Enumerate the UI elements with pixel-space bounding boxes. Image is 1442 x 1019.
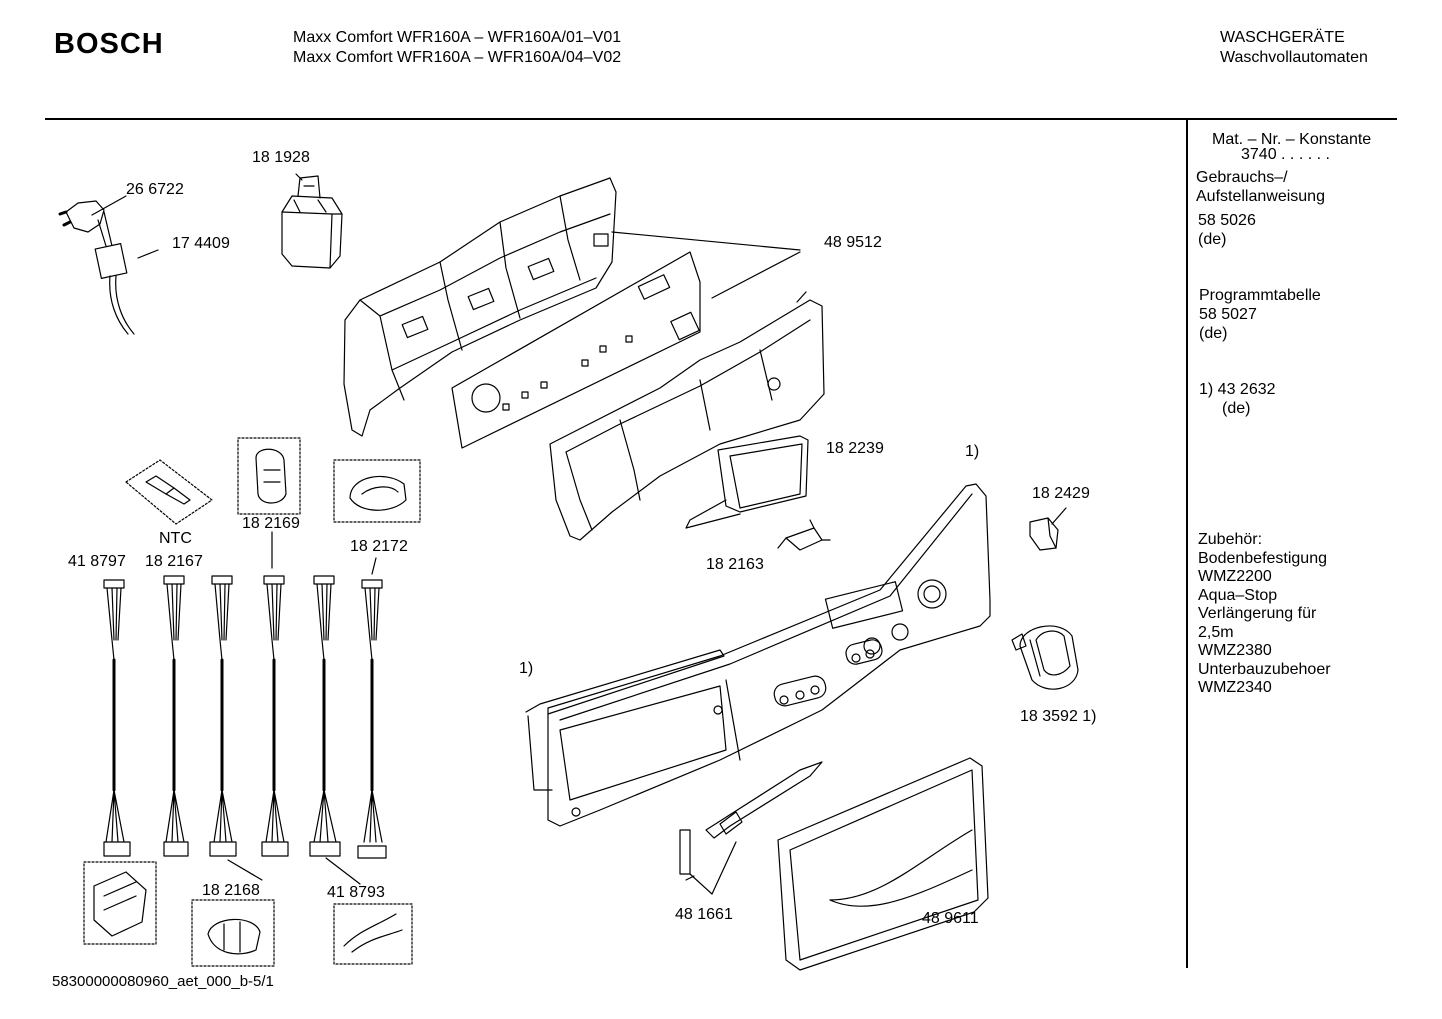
label-18-2163: 18 2163 [706, 556, 764, 573]
accessories-list: Zubehör: Bodenbefestigung WMZ2200 Aqua–S… [1198, 531, 1331, 698]
label-note-left: 1) [519, 660, 534, 677]
connector-detail-18-2172 [334, 460, 420, 522]
label-48-9512: 48 9512 [824, 234, 882, 251]
accessory-line: WMZ2340 [1198, 679, 1272, 696]
category-line-2: Waschvollautomaten [1220, 49, 1368, 66]
manual-lang: (de) [1198, 231, 1227, 248]
leader-lines [228, 174, 376, 884]
wire-harness-group [104, 576, 386, 858]
label-18-2169: 18 2169 [242, 515, 300, 532]
label-ntc: NTC [159, 530, 192, 547]
manual-number: 58 5026 [1198, 212, 1256, 229]
lever-part [680, 762, 822, 894]
program-lang: (de) [1199, 325, 1228, 342]
clip-part [1030, 508, 1066, 550]
cover-flap-part [778, 758, 988, 970]
manual-label-1: Gebrauchs–/ [1196, 169, 1288, 186]
connector-detail-41-8793 [334, 904, 412, 964]
accessory-line: Verlängerung für [1198, 605, 1317, 622]
label-18-2239: 18 2239 [826, 440, 884, 457]
wire-harness-18-2169 [262, 576, 288, 856]
label-note-top: 1) [965, 443, 980, 460]
document-code: 58300000080960_aet_000_b-5/1 [52, 973, 274, 990]
circuit-board-part [452, 252, 800, 448]
label-17-4409: 17 4409 [172, 235, 230, 252]
suppressor-capacitor-part [282, 176, 342, 268]
header-divider [45, 118, 1397, 120]
mat-value: 3740 . . . . . . [1241, 146, 1330, 163]
program-label: Programmtabelle [1199, 287, 1321, 304]
manual-label-2: Aufstellanweisung [1196, 188, 1325, 205]
accessory-line: WMZ2200 [1198, 568, 1272, 585]
display-part [686, 436, 808, 528]
accessory-line: Unterbauzubehoer [1198, 660, 1331, 678]
connector-detail-bottom-left [84, 862, 156, 944]
label-48-1661: 48 1661 [675, 906, 733, 923]
program-number: 58 5027 [1199, 306, 1257, 323]
label-18-1928: 18 1928 [252, 149, 310, 166]
lower-frame-part [550, 292, 824, 540]
accessory-line: Zubehör: [1198, 531, 1263, 548]
label-48-9611: 48 9611 [922, 910, 979, 927]
label-41-8793: 41 8793 [327, 884, 385, 901]
connector-detail-18-2168 [192, 900, 274, 966]
label-41-8797: 41 8797 [68, 553, 126, 570]
label-18-2167: 18 2167 [145, 553, 203, 570]
switch-part [778, 520, 830, 550]
knob-part [1012, 626, 1078, 689]
model-line-1: Maxx Comfort WFR160A – WFR160A/01–V01 [293, 29, 622, 46]
model-line-2: Maxx Comfort WFR160A – WFR160A/04–V02 [293, 49, 622, 66]
connector-detail-18-2169 [238, 438, 300, 514]
label-18-2172: 18 2172 [350, 538, 408, 555]
note-lang: (de) [1222, 400, 1251, 417]
wire-harness-41-8793 [310, 576, 340, 856]
ntc-sensor-part [126, 460, 212, 524]
control-module-housing-part [344, 178, 800, 436]
wire-harness-18-2167 [164, 576, 188, 856]
wire-harness-18-2168 [210, 576, 236, 856]
wire-harness-18-2172 [358, 580, 386, 858]
wire-harness-41-8797 [104, 580, 130, 856]
accessory-line: Aqua–Stop [1198, 586, 1278, 604]
accessory-line: Bodenbefestigung [1198, 549, 1327, 567]
brand-logo: BOSCH [54, 28, 164, 60]
label-18-3592: 18 3592 1) [1020, 708, 1097, 725]
label-26-6722: 26 6722 [126, 181, 184, 198]
mat-title: Mat. – Nr. – Konstante [1212, 131, 1372, 148]
accessory-line: 2,5m [1198, 623, 1234, 641]
note-number: 1) 43 2632 [1199, 381, 1276, 398]
category-line-1: WASCHGERÄTE [1220, 29, 1345, 46]
label-18-2429: 18 2429 [1032, 485, 1090, 502]
accessory-line: WMZ2380 [1198, 642, 1272, 659]
sidebar-divider [1186, 118, 1188, 968]
mains-plug-part [60, 196, 158, 334]
front-panel-part [526, 484, 990, 826]
label-18-2168: 18 2168 [202, 882, 260, 899]
